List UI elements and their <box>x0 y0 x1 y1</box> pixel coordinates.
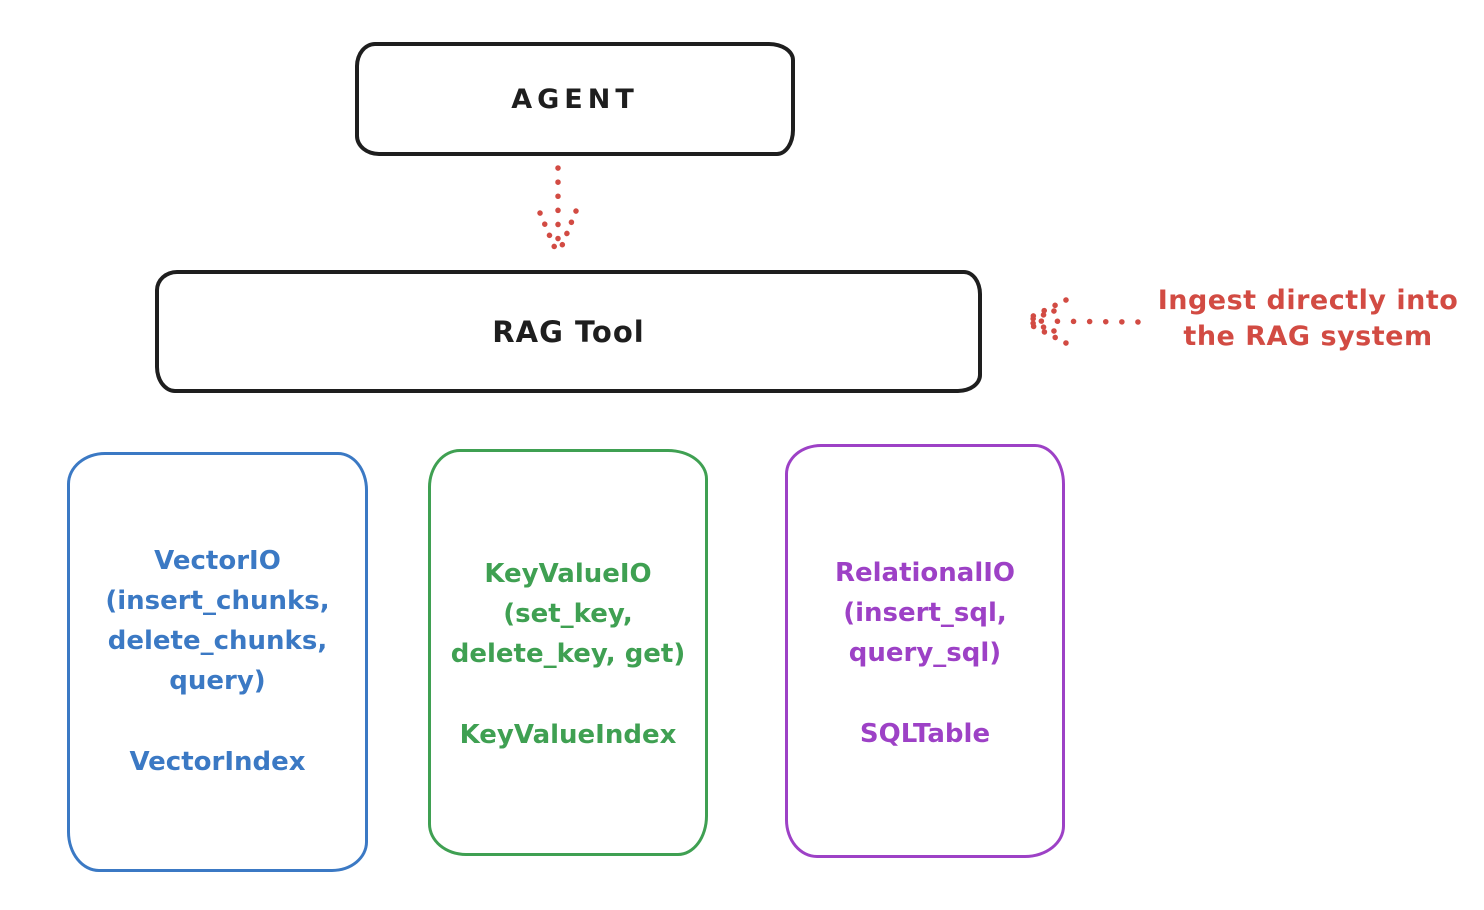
ingest-arrow <box>1022 297 1141 346</box>
rag-tool-label: RAG Tool <box>492 314 645 349</box>
agent-box: AGENT <box>355 42 795 156</box>
sql-table-label: SQLTable <box>859 719 991 749</box>
io-box-method-line: (set_key, <box>503 599 633 629</box>
agent-label: AGENT <box>511 83 639 115</box>
io-box-method-line: query_sql) <box>848 638 1002 668</box>
io-box-method-line: delete_chunks, <box>107 626 328 656</box>
ingest-annotation-line1: Ingest directly into <box>1157 285 1459 316</box>
io-box-title: KeyValueIO <box>484 559 652 589</box>
keyvalue-index-label: KeyValueIndex <box>459 720 677 750</box>
vector-io-box: VectorIO (insert_chunks, delete_chunks, … <box>67 452 368 872</box>
keyvalue-io-text: KeyValueIO (set_key, delete_key, get) Ke… <box>451 554 686 853</box>
io-box-method-line: (insert_sql, <box>843 598 1007 628</box>
vector-io-text: VectorIO (insert_chunks, delete_chunks, … <box>105 541 329 869</box>
ingest-annotation-line2: the RAG system <box>1183 321 1433 352</box>
io-box-title: VectorIO <box>154 546 281 576</box>
vector-index-label: VectorIndex <box>129 747 306 777</box>
io-box-method-line: delete_key, get) <box>450 639 686 669</box>
relational-io-text: RelationalIO (insert_sql, query_sql) SQL… <box>835 553 1015 855</box>
io-box-method-line: (insert_chunks, <box>105 586 330 616</box>
relational-io-box: RelationalIO (insert_sql, query_sql) SQL… <box>785 444 1065 858</box>
keyvalue-io-box: KeyValueIO (set_key, delete_key, get) Ke… <box>428 449 708 856</box>
io-box-title: RelationalIO <box>834 558 1016 588</box>
ingest-annotation: Ingest directly into the RAG system <box>1140 283 1476 355</box>
agent-to-rag-arrow <box>537 165 579 256</box>
io-box-method-line: query) <box>169 666 266 696</box>
rag-tool-box: RAG Tool <box>155 270 982 393</box>
